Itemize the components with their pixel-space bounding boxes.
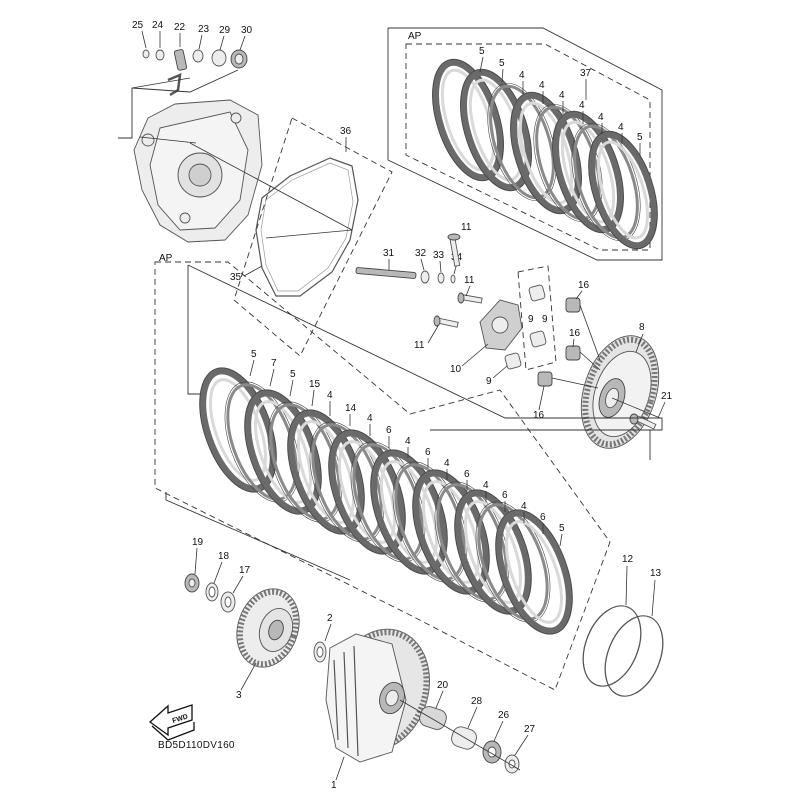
callout-28: 28: [471, 696, 483, 707]
callout-8: 8: [639, 322, 645, 333]
bearing-group: 20 28 26 27: [399, 680, 536, 774]
fwd-label: FWD: [172, 713, 189, 725]
callout-6: 6: [540, 512, 546, 523]
primary-gear-group: 19 18 17 2 3: [184, 537, 333, 701]
callout-5: 5: [637, 132, 643, 143]
callout-21: 21: [661, 391, 673, 402]
callout-5: 5: [479, 46, 485, 57]
callout-25: 25: [132, 20, 144, 31]
callout-7: 7: [271, 358, 277, 369]
callout-12: 12: [622, 554, 634, 565]
callout-4: 4: [519, 70, 525, 81]
callout-6: 6: [464, 469, 470, 480]
top-clutch-plates: [432, 58, 658, 250]
callout-16: 16: [533, 410, 545, 421]
callout-36: 36: [340, 126, 352, 137]
callout-4: 4: [405, 436, 411, 447]
callout-4: 4: [579, 100, 585, 111]
callout-4: 4: [483, 480, 489, 491]
callout-32: 32: [415, 248, 427, 259]
clutch-cover-assembly: [133, 99, 263, 243]
callout-15: 15: [309, 379, 321, 390]
callout-37: 37: [580, 68, 592, 79]
callout-6: 6: [502, 490, 508, 501]
callout-9: 9: [486, 376, 492, 387]
push-rod-group: 31 32 33 34: [355, 248, 463, 284]
callout-22: 22: [174, 22, 186, 33]
callout-9: 9: [542, 314, 548, 325]
callout-27: 27: [524, 724, 536, 735]
callout-17: 17: [239, 565, 251, 576]
callout-4: 4: [539, 80, 545, 91]
callout-33: 33: [433, 250, 445, 261]
callout-11: 11: [461, 222, 472, 233]
callout-16: 16: [569, 328, 581, 339]
callout-29: 29: [219, 25, 231, 36]
callout-4: 4: [367, 413, 373, 424]
cover-callouts: 25 24 22 23 29 30: [132, 20, 253, 51]
callout-5: 5: [251, 349, 257, 360]
callout-4: 4: [618, 122, 624, 133]
ap-group-main: AP: [154, 253, 663, 691]
clutch-housing: 1: [325, 628, 430, 791]
callout-6: 6: [386, 425, 392, 436]
diagram-code: BD5D110DV160: [158, 740, 235, 751]
wire-rings: 12 13: [582, 554, 664, 697]
callout-14: 14: [345, 403, 357, 414]
callout-5: 5: [559, 523, 565, 534]
cover-small-parts: [118, 49, 248, 139]
callout-10: 10: [450, 364, 462, 375]
callout-24: 24: [152, 20, 164, 31]
callout-4: 4: [327, 390, 333, 401]
callout-5: 5: [290, 369, 296, 380]
callout-1: 1: [331, 780, 337, 791]
ap-label-top: AP: [408, 31, 422, 42]
pressure-plate-group: 11 11 11 9 9 9 10: [414, 222, 557, 387]
callout-5: 5: [499, 58, 505, 69]
main-callouts: 5 7 5 15 4 14 4 6 4 6 4 6 4 6 4 6 5: [249, 349, 565, 547]
callout-11: 11: [464, 275, 475, 286]
callout-13: 13: [650, 568, 662, 579]
callout-19: 19: [192, 537, 204, 548]
callout-11: 11: [414, 340, 425, 351]
callout-6: 6: [425, 447, 431, 458]
top-callouts: 5 5 4 4 4 4 4 4 5 37: [479, 46, 643, 156]
springs: [504, 284, 547, 370]
main-clutch-plates: [199, 367, 573, 635]
callout-18: 18: [218, 551, 230, 562]
callout-23: 23: [198, 24, 210, 35]
ap-label-left: AP: [159, 253, 173, 264]
callout-4: 4: [444, 458, 450, 469]
callout-31: 31: [383, 248, 395, 259]
clutch-boss-group: 16 16 16 8 21: [533, 280, 673, 449]
callout-4: 4: [598, 112, 604, 123]
fwd-indicator: FWD: [148, 704, 195, 741]
ap-group-top: AP: [387, 27, 663, 261]
callout-30: 30: [241, 25, 253, 36]
callout-35: 35: [230, 272, 242, 283]
callout-4: 4: [521, 501, 527, 512]
fwd-arrow-icon: [148, 704, 195, 741]
gasket-group: 36 35: [189, 117, 393, 357]
callout-2: 2: [327, 613, 333, 624]
callout-4: 4: [559, 90, 565, 101]
callout-9: 9: [528, 314, 534, 325]
callout-16: 16: [578, 280, 590, 291]
callout-20: 20: [437, 680, 449, 691]
callout-3: 3: [236, 690, 242, 701]
callout-26: 26: [498, 710, 510, 721]
